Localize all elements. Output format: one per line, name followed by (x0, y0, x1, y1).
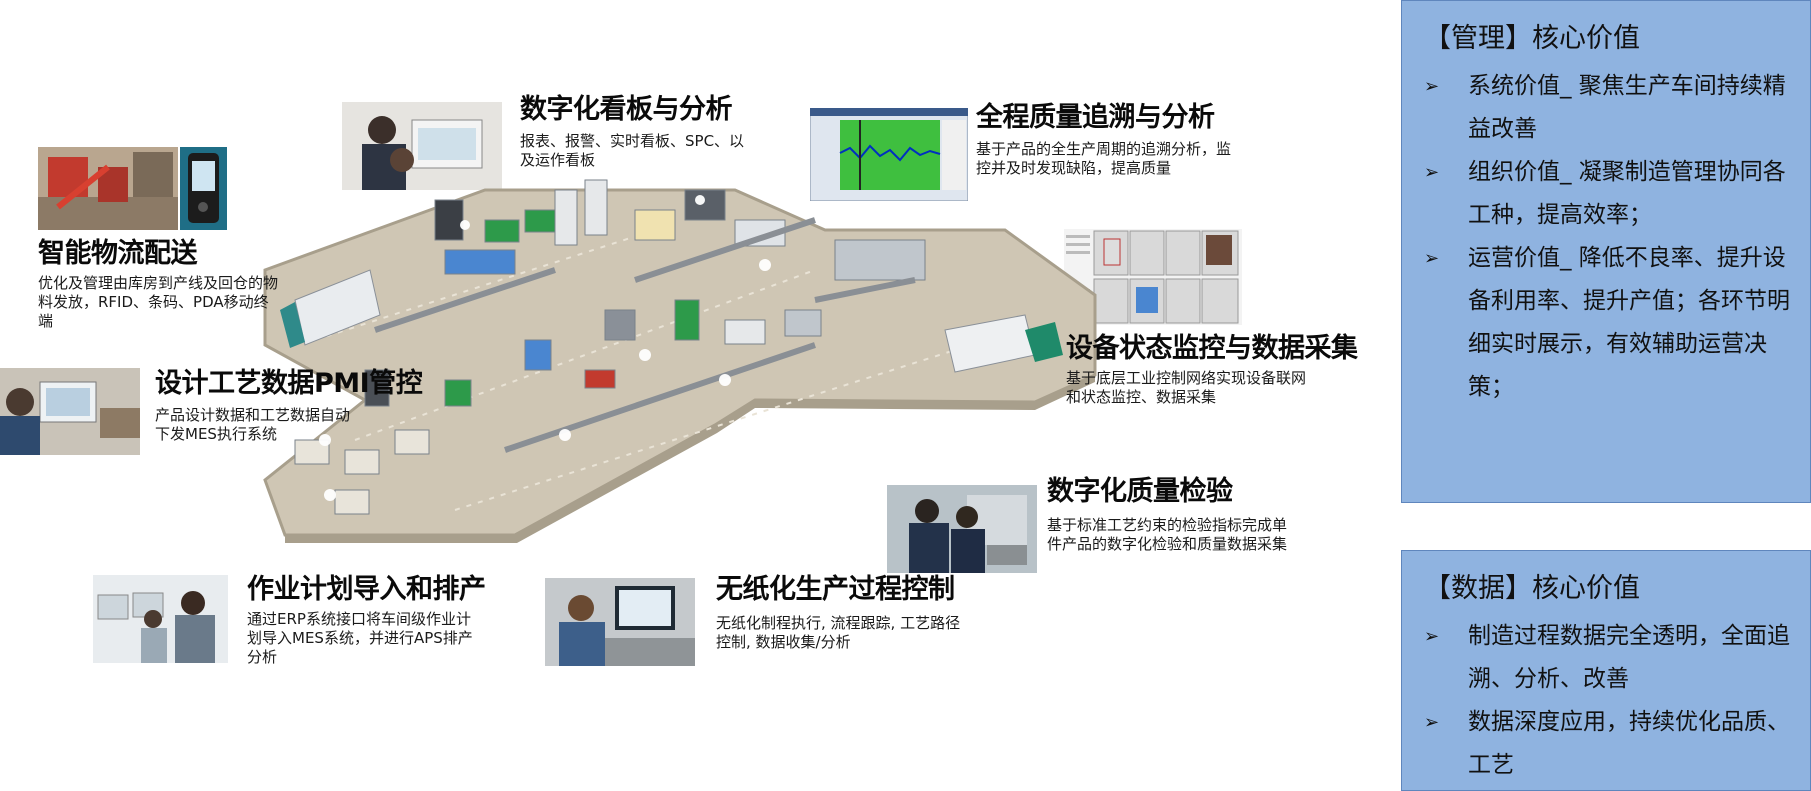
incoming-truck-icon (280, 269, 381, 348)
inspection-photo (887, 485, 1037, 573)
feature-desc: 优化及管理由库房到产线及回仓的物料发放，RFID、条码、PDA移动终端 (38, 274, 279, 330)
panel-list-item: ➢数据深度应用，持续优化品质、工艺 (1424, 701, 1798, 787)
feature-desc: 通过ERP系统接口将车间级作业计划导入MES系统，并进行APS排产分析 (247, 610, 473, 666)
logistics-photo (38, 147, 178, 230)
feature-title: 无纸化生产过程控制 (716, 574, 955, 605)
pda-device-photo (180, 147, 227, 230)
paperless-photo (545, 578, 695, 666)
panel-list-item: ➢组织价值_ 凝聚制造管理协同各工种，提高效率； (1424, 151, 1798, 237)
panel-list-item: ➢制造过程数据完全透明，全面追溯、分析、改善 (1424, 615, 1798, 701)
bullet-arrow-icon: ➢ (1424, 248, 1440, 269)
feature-inspection: 数字化质量检验 基于标准工艺约束的检验指标完成单件产品的数字化检验和质量数据采集 (1047, 476, 1307, 554)
feature-paperless: 无纸化生产过程控制 无纸化制程执行, 流程跟踪, 工艺路径控制, 数据收集/分析 (716, 574, 986, 652)
feature-desc: 报表、报警、实时看板、SPC、以及运作看板 (520, 132, 745, 169)
feature-dashboard: 数字化看板与分析 报表、报警、实时看板、SPC、以及运作看板 (520, 94, 750, 170)
planning-photo (93, 575, 228, 663)
bullet-arrow-icon: ➢ (1424, 162, 1440, 183)
feature-title: 全程质量追溯与分析 (976, 102, 1215, 133)
management-value-panel: 【管理】核心价值 ➢系统价值_ 聚焦生产车间持续精益改善 ➢组织价值_ 凝聚制造… (1401, 0, 1811, 503)
feature-desc: 基于底层工业控制网络实现设备联网和状态监控、数据采集 (1066, 369, 1307, 406)
feature-desc: 无纸化制程执行, 流程跟踪, 工艺路径控制, 数据收集/分析 (716, 614, 961, 651)
panel-list: ➢制造过程数据完全透明，全面追溯、分析、改善 ➢数据深度应用，持续优化品质、工艺 (1424, 615, 1798, 787)
factory-floor-illustration (263, 179, 1097, 543)
feature-desc: 基于产品的全生产周期的追溯分析，监控并及时发现缺陷，提高质量 (976, 140, 1232, 177)
dashboard-photo (342, 102, 502, 190)
panel-list-item: ➢系统价值_ 聚焦生产车间持续精益改善 (1424, 65, 1798, 151)
feature-planning: 作业计划导入和排产 通过ERP系统接口将车间级作业计划导入MES系统，并进行AP… (247, 574, 517, 667)
traceability-chart-photo (810, 108, 968, 201)
feature-equipment: 设备状态监控与数据采集 基于底层工业控制网络实现设备联网和状态监控、数据采集 (1066, 333, 1396, 407)
data-value-panel: 【数据】核心价值 ➢制造过程数据完全透明，全面追溯、分析、改善 ➢数据深度应用，… (1401, 550, 1811, 791)
feature-traceability: 全程质量追溯与分析 基于产品的全生产周期的追溯分析，监控并及时发现缺陷，提高质量 (976, 102, 1246, 178)
feature-pmi: 设计工艺数据PMI管控 产品设计数据和工艺数据自动下发MES执行系统 (155, 368, 455, 444)
panel-list-item: ➢运营价值_ 降低不良率、提升设备利用率、提升产值；各环节明细实时展示，有效辅助… (1424, 237, 1798, 409)
feature-title: 设备状态监控与数据采集 (1066, 333, 1358, 364)
feature-title: 智能物流配送 (38, 238, 198, 269)
feature-logistics: 智能物流配送 优化及管理由库房到产线及回仓的物料发放，RFID、条码、PDA移动… (38, 238, 278, 331)
feature-title: 数字化质量检验 (1047, 476, 1233, 507)
feature-desc: 产品设计数据和工艺数据自动下发MES执行系统 (155, 406, 351, 443)
panel-title: 【管理】核心价值 (1424, 23, 1640, 54)
bullet-arrow-icon: ➢ (1424, 76, 1440, 97)
shipping-truck-icon (944, 314, 1063, 373)
panel-list: ➢系统价值_ 聚焦生产车间持续精益改善 ➢组织价值_ 凝聚制造管理协同各工种，提… (1424, 65, 1798, 409)
pmi-photo (0, 368, 140, 455)
bullet-arrow-icon: ➢ (1424, 712, 1440, 733)
feature-title: 作业计划导入和排产 (247, 574, 486, 605)
feature-desc: 基于标准工艺约束的检验指标完成单件产品的数字化检验和质量数据采集 (1047, 516, 1288, 553)
feature-title: 设计工艺数据PMI管控 (155, 368, 423, 399)
panel-title: 【数据】核心价值 (1424, 573, 1640, 604)
feature-title: 数字化看板与分析 (520, 94, 733, 125)
bullet-arrow-icon: ➢ (1424, 626, 1440, 647)
